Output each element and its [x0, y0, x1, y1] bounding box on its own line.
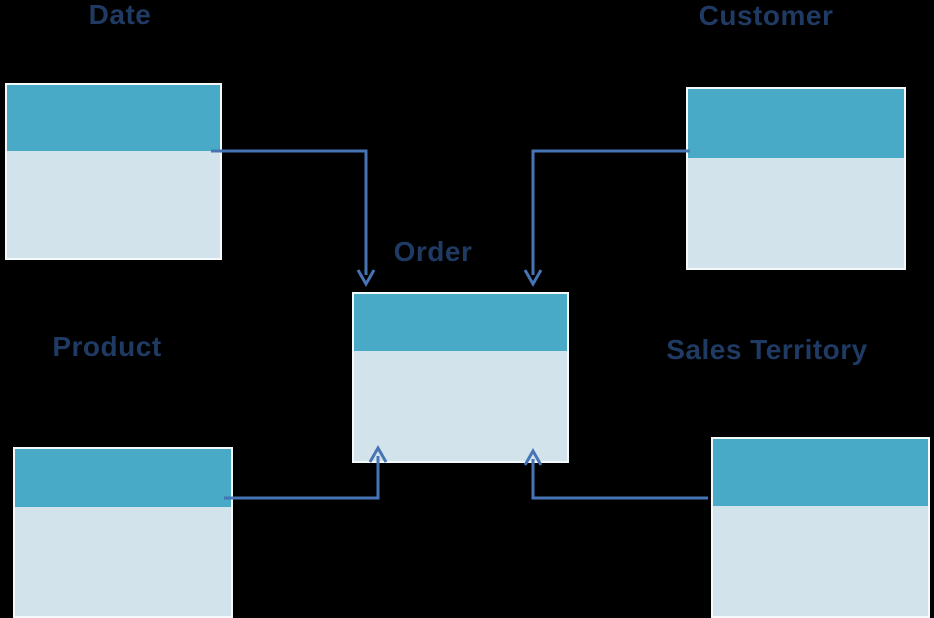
- label-product: Product: [52, 331, 162, 362]
- table-date-header: [7, 85, 220, 151]
- table-date: [5, 83, 222, 260]
- connector-line: [531, 149, 690, 275]
- connector-line: [531, 459, 708, 500]
- table-sales-territory: [711, 437, 930, 618]
- table-customer-header: [688, 89, 904, 158]
- connector-customer-to-order: [523, 149, 690, 288]
- table-sales-territory-header: [713, 439, 928, 506]
- table-product: [13, 447, 233, 618]
- table-product-header: [15, 449, 231, 507]
- table-sales-territory-body: [713, 506, 928, 616]
- label-order: Order: [393, 236, 473, 267]
- table-product-body: [15, 507, 231, 616]
- connector-line: [211, 149, 368, 275]
- label-customer: Customer: [698, 0, 834, 31]
- arrowhead-down-icon: [523, 269, 543, 288]
- arrowhead-down-icon: [356, 269, 376, 288]
- connector-date-to-order: [211, 149, 376, 288]
- table-customer: [686, 87, 906, 270]
- table-date-body: [7, 151, 220, 258]
- table-customer-body: [688, 158, 904, 268]
- label-sales-territory: Sales Territory: [666, 334, 868, 365]
- table-order-body: [354, 351, 567, 461]
- table-order-header: [354, 294, 567, 351]
- label-date: Date: [88, 0, 152, 30]
- table-order: [352, 292, 569, 463]
